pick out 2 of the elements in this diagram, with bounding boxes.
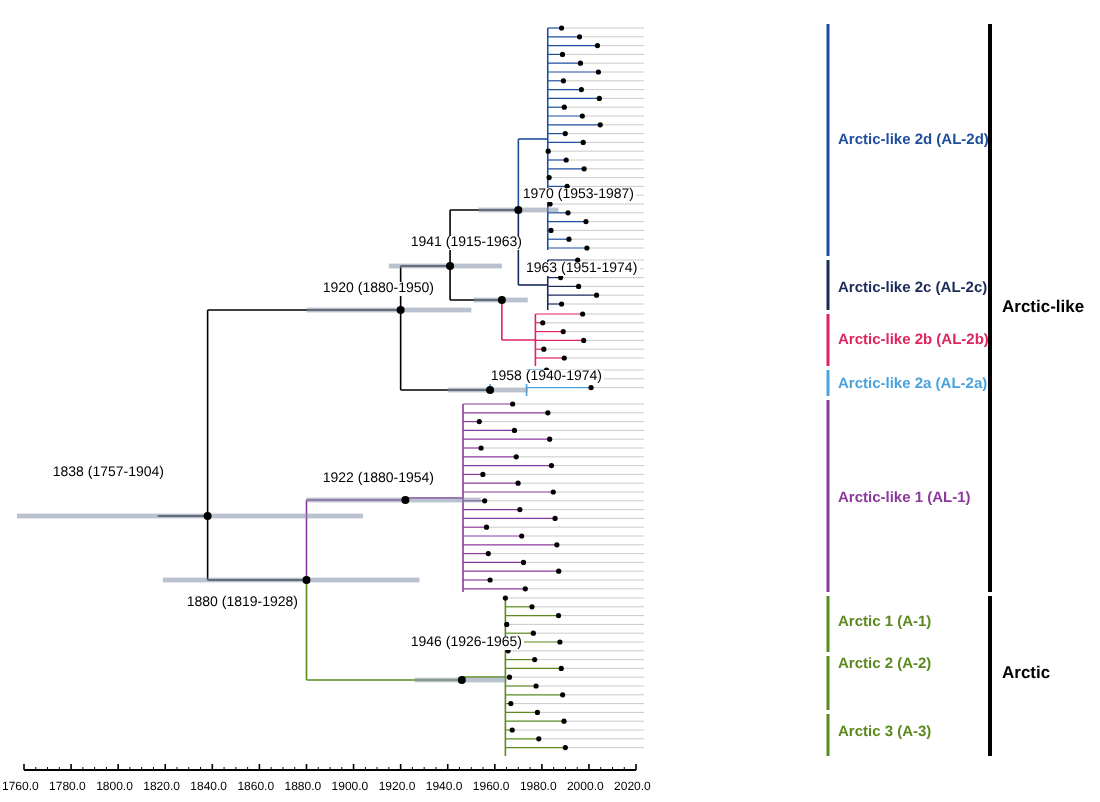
group-label: Arctic [1002, 664, 1051, 681]
group-label: Arctic-like [1002, 298, 1085, 315]
